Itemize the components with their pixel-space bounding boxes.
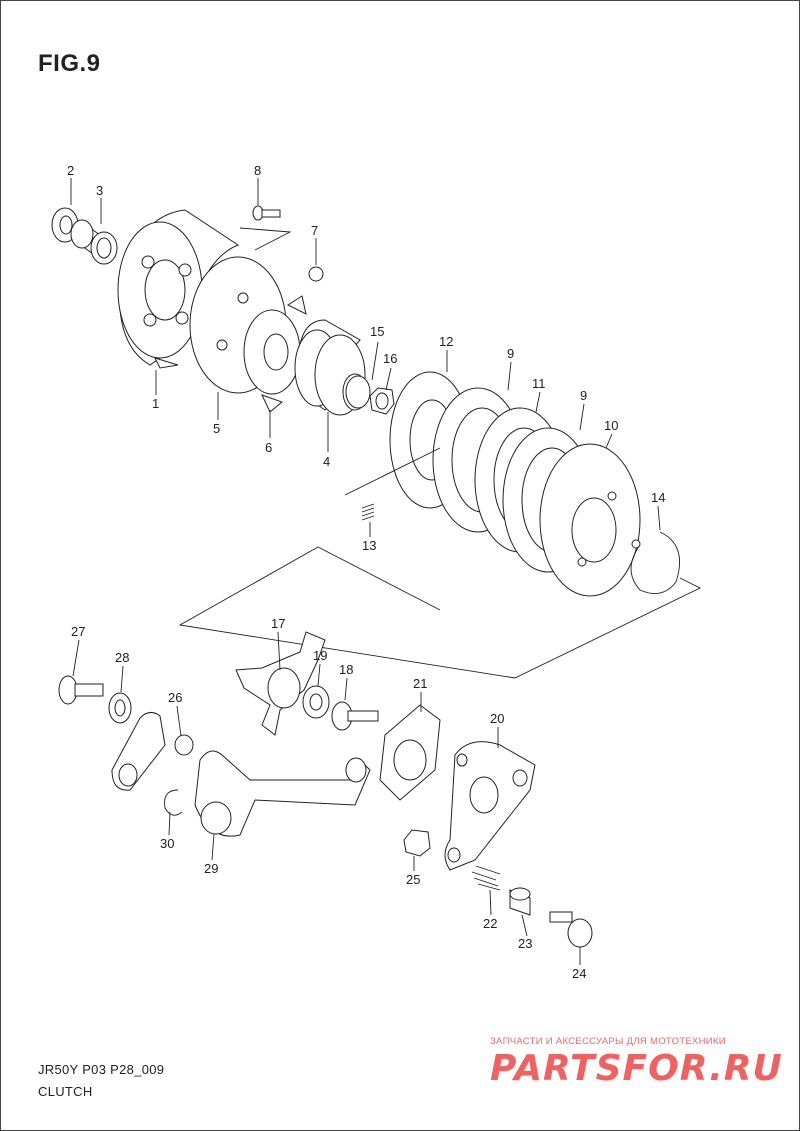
part-washer-28 xyxy=(108,692,132,724)
part-bolt-24 xyxy=(549,911,593,948)
callout-15: 15 xyxy=(370,324,384,339)
watermark-logo: PARTSFOR.RU xyxy=(490,1048,783,1089)
watermark-tagline: ЗАПЧАСТИ И АКСЕССУАРЫ ДЛЯ МОТОТЕХНИКИ xyxy=(490,1036,726,1047)
diagram-name: CLUTCH xyxy=(38,1084,93,1099)
callout-28: 28 xyxy=(115,650,129,665)
callout-29: 29 xyxy=(204,861,218,876)
part-cam-21 xyxy=(379,704,441,801)
callout-1: 1 xyxy=(152,396,159,411)
callout-20: 20 xyxy=(490,711,504,726)
callout-6: 6 xyxy=(265,440,272,455)
callout-10: 10 xyxy=(604,418,618,433)
callout-17: 17 xyxy=(271,616,285,631)
callout-18: 18 xyxy=(339,662,353,677)
part-ball-7 xyxy=(308,266,324,282)
callout-labels: 2 3 8 7 1 5 6 4 15 16 12 9 11 9 10 14 13… xyxy=(67,163,665,981)
callout-8: 8 xyxy=(254,163,261,178)
part-hub-plate-6 xyxy=(243,295,307,413)
part-bolt-27 xyxy=(58,675,104,705)
part-washer-19 xyxy=(302,685,330,719)
diagram-code: JR50Y P03 P28_009 xyxy=(38,1062,165,1077)
part-plate-17 xyxy=(235,631,326,736)
part-nut-16 xyxy=(369,387,395,415)
part-sleeve-23 xyxy=(509,887,531,916)
part-screw-8 xyxy=(252,205,281,221)
callout-12: 12 xyxy=(439,334,453,349)
callout-4: 4 xyxy=(323,454,330,469)
callout-27: 27 xyxy=(71,624,85,639)
part-bracket-20 xyxy=(444,741,536,871)
part-clip-30 xyxy=(164,789,183,816)
part-nut-25 xyxy=(403,829,431,857)
callout-24: 24 xyxy=(572,966,586,981)
part-bolt-18 xyxy=(331,701,379,731)
figure-title: FIG.9 xyxy=(38,50,101,77)
part-clutch-housing-1 xyxy=(117,209,240,369)
callout-14: 14 xyxy=(651,490,665,505)
part-washer-15 xyxy=(345,375,371,409)
part-pressure-plate-10 xyxy=(539,443,641,597)
part-lever-26 xyxy=(111,712,194,791)
part-bushing-3 xyxy=(70,219,118,265)
part-lever-arm-29 xyxy=(194,750,371,837)
callout-23: 23 xyxy=(518,936,532,951)
callout-11: 11 xyxy=(532,376,546,391)
callout-26: 26 xyxy=(168,690,182,705)
callout-5: 5 xyxy=(213,421,220,436)
part-spring-22 xyxy=(471,865,501,891)
callout-3: 3 xyxy=(96,183,103,198)
guide-line xyxy=(239,227,292,251)
callout-9b: 9 xyxy=(580,388,587,403)
callout-19: 19 xyxy=(313,648,327,663)
callout-16: 16 xyxy=(383,351,397,366)
assembly-outline xyxy=(178,447,702,679)
callout-13: 13 xyxy=(362,538,376,553)
part-circlip-14 xyxy=(630,531,681,595)
leader-lines xyxy=(70,178,661,965)
callout-21: 21 xyxy=(413,676,427,691)
callout-22: 22 xyxy=(483,916,497,931)
callout-25: 25 xyxy=(406,872,420,887)
callout-9a: 9 xyxy=(507,346,514,361)
callout-2: 2 xyxy=(67,163,74,178)
part-spring-13 xyxy=(361,503,375,521)
callout-30: 30 xyxy=(160,836,174,851)
callout-7: 7 xyxy=(311,223,318,238)
